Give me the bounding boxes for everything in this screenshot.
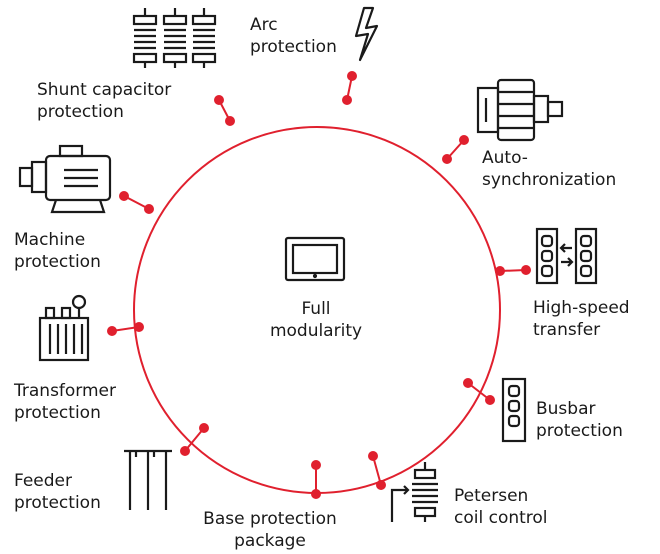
label-transformer-protection: Transformer protection xyxy=(14,381,117,423)
label-machine-protection: Machine protection xyxy=(14,230,101,272)
generator-icon xyxy=(476,78,564,142)
label-feeder-protection: Feeder protection xyxy=(14,471,101,513)
connector-trafo xyxy=(107,322,144,336)
motor-icon xyxy=(18,144,112,214)
connector-petersen xyxy=(368,451,386,490)
label-busbar-protection: Busbar protection xyxy=(536,399,623,441)
connector-shunt xyxy=(214,95,235,126)
capacitor-bank-icon xyxy=(132,8,217,68)
label-arc-protection: Arc protection xyxy=(250,15,337,57)
connector-feeder xyxy=(180,423,209,456)
connector-hst xyxy=(495,265,531,276)
connector-busbar xyxy=(463,378,495,405)
label-shunt-capacitor-protection: Shunt capacitor protection xyxy=(37,80,172,122)
feeder-icon xyxy=(124,449,172,510)
connector-auto xyxy=(442,135,469,164)
center-label: Full modularity xyxy=(269,299,363,341)
label-high-speed-transfer: High-speed transfer xyxy=(533,298,630,340)
lightning-bolt-icon xyxy=(354,6,379,62)
connector-machine xyxy=(119,191,154,214)
busbar-icon xyxy=(501,377,527,443)
panel-device-icon xyxy=(284,236,346,282)
transformer-icon xyxy=(38,294,90,362)
petersen-coil-icon xyxy=(390,462,438,522)
label-base-protection-package: Base protection package xyxy=(203,509,337,551)
connector-arc xyxy=(342,71,357,105)
label-petersen-coil-control: Petersen coil control xyxy=(454,486,548,528)
transfer-switch-icon xyxy=(535,227,598,285)
label-auto-synchronization: Auto- synchronization xyxy=(482,148,617,190)
connector-base xyxy=(311,460,321,499)
